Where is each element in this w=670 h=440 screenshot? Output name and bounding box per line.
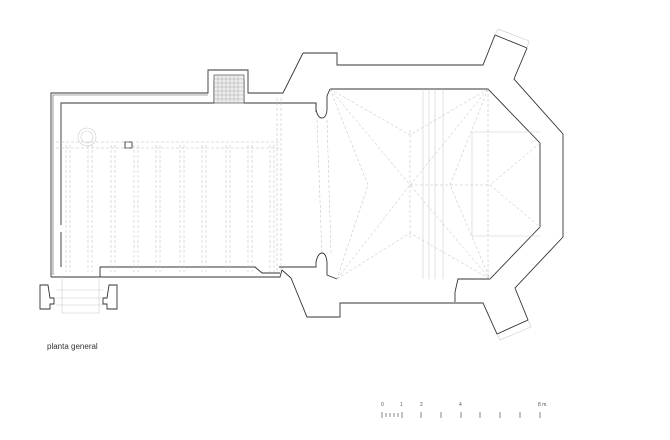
- scale-label-8: 8 m.: [538, 402, 548, 408]
- stair-grid: [213, 74, 245, 104]
- nave-outer-wall-bottom: [99, 267, 283, 278]
- nave: [39, 52, 338, 314]
- scale-label-0: 0: [381, 402, 384, 408]
- chancel-outer-wall: [281, 34, 564, 335]
- pillar: [124, 141, 133, 149]
- chancel-inner-wall: [330, 88, 541, 302]
- scale-label-4: 4: [459, 402, 462, 408]
- plan-caption: planta general: [47, 342, 98, 351]
- buttress-bottom-cap: [496, 319, 532, 341]
- entrance-porch: [39, 277, 118, 314]
- nave-inner-wall-top: [60, 79, 317, 225]
- baptismal-font: [77, 127, 97, 147]
- nave-inner-wall-bottom: [100, 266, 280, 274]
- roof-beams: [56, 98, 282, 272]
- baptismal-font-inner: [80, 130, 94, 144]
- chancel: [281, 28, 564, 341]
- scale-label-2: 2: [420, 402, 423, 408]
- vault-ribs: [316, 88, 541, 280]
- buttress-top-cap: [494, 28, 530, 49]
- arch-pier-top: [315, 88, 331, 119]
- scale-label-1: 1: [400, 402, 403, 408]
- nave-outer-wall-top: [50, 52, 304, 277]
- arch-pier-bottom: [279, 252, 338, 280]
